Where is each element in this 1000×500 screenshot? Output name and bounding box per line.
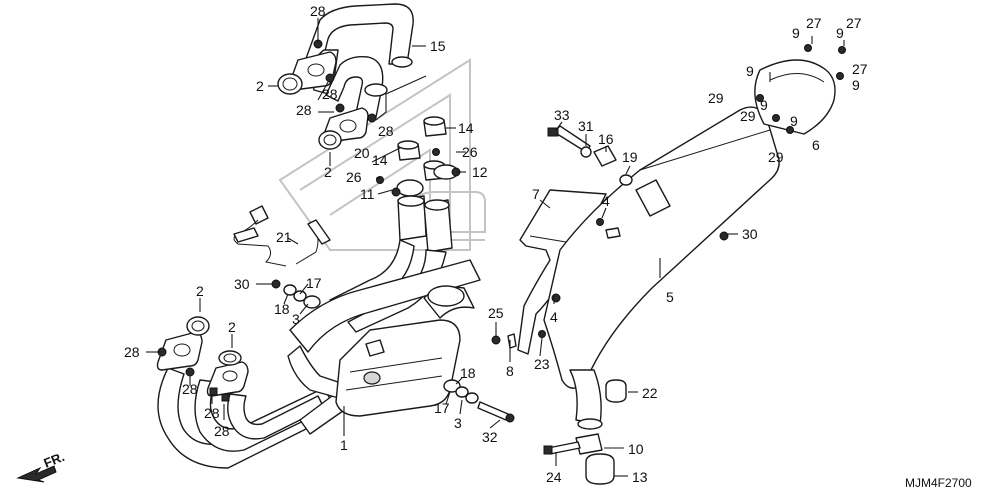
- callout-21: 21: [276, 229, 292, 245]
- callout-30: 30: [742, 226, 758, 242]
- callout-11: 11: [360, 186, 375, 202]
- callout-28: 28: [214, 423, 230, 439]
- callout-7: 7: [532, 186, 540, 202]
- callout-19: 19: [622, 149, 638, 165]
- callout-9: 9: [836, 25, 844, 41]
- muffler-end-cap-6: [754, 44, 846, 135]
- callout-2: 2: [324, 164, 332, 180]
- callout-28: 28: [378, 123, 394, 139]
- callout-26: 26: [346, 169, 362, 185]
- callout-27: 27: [852, 61, 868, 77]
- header-flange-upper: [288, 51, 369, 143]
- callout-27: 27: [806, 15, 822, 31]
- callout-23: 23: [534, 356, 550, 372]
- washers-17-18-3-upper: [271, 279, 321, 309]
- o2-sensor-21: [233, 205, 331, 267]
- callout-9: 9: [790, 113, 798, 129]
- callout-15: 15: [430, 38, 446, 54]
- callout-22: 22: [642, 385, 658, 401]
- callout-2: 2: [228, 319, 236, 335]
- callout-12: 12: [472, 164, 488, 180]
- callout-28: 28: [204, 405, 220, 421]
- callout-18: 18: [274, 301, 290, 317]
- callout-32: 32: [482, 429, 498, 445]
- callout-29: 29: [740, 108, 756, 124]
- diagram-code: MJM4F2700: [905, 476, 972, 490]
- callout-20: 20: [354, 145, 370, 161]
- callout-10: 10: [628, 441, 644, 457]
- callout-28: 28: [310, 3, 326, 19]
- callout-28: 28: [124, 344, 140, 360]
- callout-31: 31: [578, 118, 594, 134]
- callout-9: 9: [852, 77, 860, 93]
- callout-26: 26: [462, 144, 478, 160]
- callout-30: 30: [234, 276, 250, 292]
- front-arrow-icon: [16, 465, 57, 483]
- leader-lines: [146, 18, 845, 477]
- callout-27: 27: [846, 15, 862, 31]
- header-pipe-20: [325, 55, 388, 118]
- callout-17: 17: [434, 400, 450, 416]
- mount-hardware: [547, 125, 633, 186]
- callout-17: 17: [306, 275, 322, 291]
- callout-5: 5: [666, 289, 674, 305]
- callout-4: 4: [550, 309, 558, 325]
- callout-28: 28: [296, 102, 312, 118]
- callout-9: 9: [760, 97, 768, 113]
- callout-13: 13: [632, 469, 648, 485]
- joint-clamps-11-12: [376, 148, 461, 197]
- callout-2: 2: [196, 283, 204, 299]
- callout-3: 3: [454, 415, 462, 431]
- gaskets-upper: [277, 73, 342, 150]
- callout-29: 29: [768, 149, 784, 165]
- callout-9: 9: [792, 25, 800, 41]
- callout-14: 14: [458, 120, 474, 136]
- callout-28: 28: [182, 381, 198, 397]
- callout-labels: 28 15 2 28 28 28 20 2 14 26 14 12 26 11 …: [42, 3, 973, 490]
- callout-18: 18: [460, 365, 476, 381]
- catalyzer-chamber: [335, 285, 475, 417]
- callout-29: 29: [708, 90, 724, 106]
- callout-8: 8: [506, 363, 514, 379]
- front-direction-label: FR.: [42, 449, 67, 471]
- callout-16: 16: [598, 131, 614, 147]
- lower-header-pipes: [157, 259, 481, 469]
- tail-pipe: [543, 369, 627, 485]
- callout-25: 25: [488, 305, 504, 321]
- callout-4: 4: [602, 193, 610, 209]
- callout-9: 9: [746, 63, 754, 79]
- callout-28: 28: [322, 86, 338, 102]
- callout-3: 3: [292, 311, 300, 327]
- nuts-28-upper: [313, 39, 377, 123]
- header-flanges-lower: [156, 316, 249, 397]
- callout-33: 33: [554, 107, 570, 123]
- callout-14: 14: [372, 152, 388, 168]
- washers-17-18-3-lower: [443, 379, 515, 423]
- muffler-5: [543, 106, 780, 389]
- callout-6: 6: [812, 137, 820, 153]
- callout-1: 1: [340, 437, 348, 453]
- callout-24: 24: [546, 469, 562, 485]
- callout-2: 2: [256, 78, 264, 94]
